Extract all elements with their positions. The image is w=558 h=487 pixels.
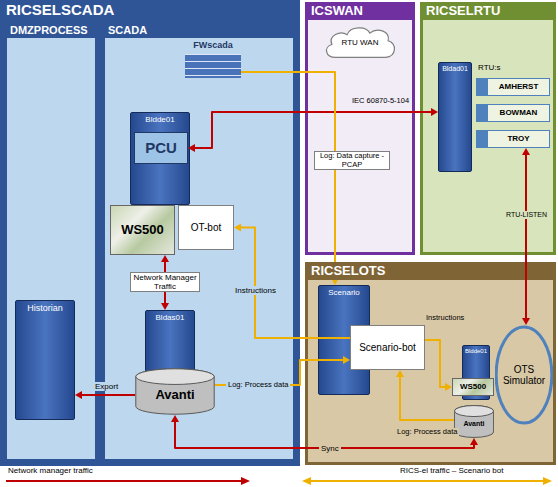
cylinder-top <box>136 369 214 385</box>
edge-label: Instructions <box>424 314 466 323</box>
edge-label: IEC 60870-5-104 <box>350 97 411 106</box>
legend-text: Network manager traffic <box>8 466 93 475</box>
legend-arrow-yellow <box>302 477 311 485</box>
zone-title: RICSELSCADA <box>4 0 116 19</box>
firewall-icon: FWscada <box>185 40 241 78</box>
edge-label-holder: IEC 60870-5-104 <box>350 97 411 106</box>
edge-label: Log: Process data <box>395 428 459 437</box>
free-label: RTU:s <box>478 63 501 72</box>
edge-label-holder: Export <box>93 382 120 391</box>
legend-arrow-red <box>241 477 250 485</box>
wan-cloud: RTU WAN <box>322 24 398 62</box>
node-text: WS500 <box>113 223 172 238</box>
map-screen: WS500 <box>452 378 494 396</box>
node-text: Avanti <box>456 420 492 428</box>
node-text: Scenario-bot <box>353 342 422 354</box>
connector-line <box>525 153 527 320</box>
database-cylinder: Avanti <box>454 405 494 438</box>
rtu-box: TROY <box>476 130 550 148</box>
node-text: Avanti <box>137 388 213 403</box>
database-cylinder: Avanti <box>135 368 215 415</box>
edge-label-holder: Sync <box>319 444 341 453</box>
circle-outline <box>496 327 552 423</box>
zone-title: SCADA <box>106 22 149 38</box>
edge-label-holder: Instructions <box>424 314 466 323</box>
edge-label: Instructions <box>233 286 278 295</box>
legend-line-yellow <box>310 480 544 482</box>
node-text: Historian <box>18 303 72 313</box>
rtu-box: BOWMAN <box>476 104 550 122</box>
legend-arrow-yellow <box>543 477 552 485</box>
zone-title: RICSELOTS <box>309 262 387 280</box>
server-box: Bldde01PCU <box>130 112 190 205</box>
process-box: Scenario-bot <box>350 325 425 370</box>
edge-label: Log: Process data <box>226 381 290 390</box>
node-text: Bldde01 <box>465 348 487 355</box>
edge-label-holder: Log: Data capture - PCAP <box>314 151 390 170</box>
rtu-box: AMHERST <box>476 78 550 96</box>
server-box: Historian <box>15 300 75 420</box>
zone-title: ICSWAN <box>309 2 365 20</box>
edge-label-holder: Log: Process data <box>226 381 290 390</box>
process-box: OT-bot <box>178 205 234 250</box>
process-box: PCU <box>134 132 188 164</box>
node-text: Bldad01 <box>441 65 469 73</box>
cylinder-top <box>454 406 493 417</box>
legend-holder: Network manager traffic <box>8 466 93 475</box>
cylinder-body <box>454 406 493 438</box>
server-box: Bldad01 <box>438 62 472 172</box>
edge-label: Export <box>93 382 120 391</box>
map-screen: WS500 <box>110 205 175 255</box>
node-text: Bldas01 <box>148 313 192 322</box>
server-box: Bldas01 <box>145 310 195 372</box>
node-text: Bldde01 <box>133 115 187 124</box>
node-text: PCU <box>137 139 185 156</box>
node-text: FWscada <box>185 40 241 50</box>
edge-label: Log: Data capture - PCAP <box>314 151 390 170</box>
node-text: TROY <box>490 134 547 143</box>
zone-title: DMZPROCESS <box>8 22 90 38</box>
cylinder-body <box>136 369 214 414</box>
node-text: BOWMAN <box>490 108 547 117</box>
edge-label: RTU-LISTEN <box>504 211 549 219</box>
zone-panel: ICSWAN RTU WAN <box>305 2 415 255</box>
edge-label: Sync <box>319 444 341 453</box>
node-text: OT-bot <box>181 222 231 234</box>
legend-holder: RICS-el traffic – Scenario bot <box>400 466 503 475</box>
node-text: AMHERST <box>490 82 547 91</box>
label-holder: RTU:s <box>478 63 501 72</box>
simulator-circle: OTS Simulator <box>495 325 553 425</box>
edge-label-holder: Network Manager Traffic <box>130 272 200 292</box>
zone-title: RICSELRTU <box>424 2 502 20</box>
edge-label-holder: RTU-LISTEN <box>504 211 549 219</box>
edge-label-holder: Log: Process data <box>395 428 459 437</box>
edge-label: Network Manager Traffic <box>130 272 200 292</box>
node-text: OTS Simulator <box>497 364 551 387</box>
legend-line-red <box>6 480 242 482</box>
legend-text: RICS-el traffic – Scenario bot <box>400 466 503 475</box>
edge-label-holder: Instructions <box>233 286 278 295</box>
node-text: RTU WAN <box>324 38 396 47</box>
connector-line <box>80 394 135 396</box>
node-text: WS500 <box>455 382 491 391</box>
node-text: Scenario <box>321 288 367 297</box>
